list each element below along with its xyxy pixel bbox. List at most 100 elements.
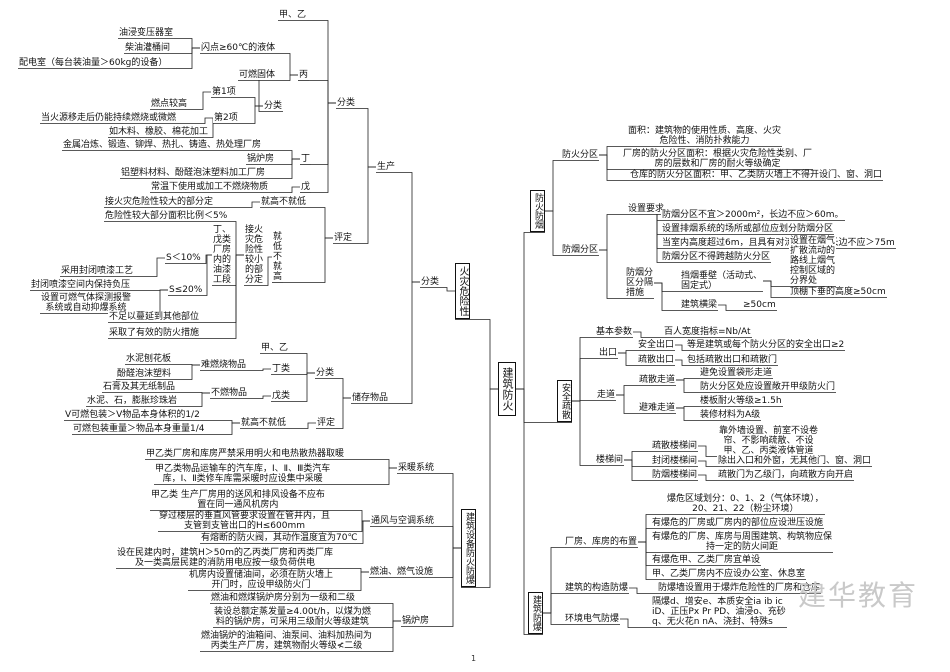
connector-49 [287, 422, 316, 429]
connector-25 [307, 207, 333, 239]
node-n113: 有爆危甲、乙类厂房宜单设 [651, 555, 762, 565]
connector-100 [359, 520, 370, 544]
connector-8 [311, 102, 336, 165]
connector-56 [599, 154, 622, 170]
node-n030: 采用封闭喷漆工艺 [60, 266, 135, 276]
node-n011: 可燃固体 [238, 70, 277, 80]
node-n008: 油浸变压器室 [118, 28, 175, 38]
page-number: 1 [471, 654, 477, 663]
connector-48 [178, 392, 210, 407]
node-n099: 穿过楼层的垂直风管要求设置在管井内，且 支管到支管出口的H≤600mm [158, 511, 332, 531]
connector-17 [239, 105, 263, 124]
connector-45 [172, 364, 200, 380]
connector-26 [214, 201, 260, 208]
node-n026: 接火灾危险性较大的部分定 [104, 197, 215, 207]
node-n065: 防烟分 区分隔 措施 [625, 268, 655, 298]
connector-14 [276, 74, 298, 81]
node-n025: 就高不就低 [260, 197, 308, 207]
connector-87 [624, 459, 651, 481]
node-n047: 石膏及其无纸制品 [102, 382, 177, 392]
connector-75 [675, 344, 686, 351]
connector-37 [200, 254, 244, 339]
node-n037: 就 低 不 就 高 [272, 232, 284, 282]
connector-95 [430, 547, 461, 627]
node-n094: 采暖系统 [397, 463, 436, 473]
connector-27 [283, 237, 333, 283]
node-n057: 厂房的防火分区面积：根据火灾危险性类别、厂 房的层数和厂房的耐火等级确定 [622, 149, 814, 169]
node-n079: 走道 [596, 390, 617, 400]
node-n102: 设在民建内时，建筑H＞50m的乙丙类厂房和丙类厂库 及一类高层民建的消防用电应按… [116, 548, 334, 568]
node-n056: 面积：建筑物的使用性质、高度、火灾 危险性、消防扑救能力 [627, 126, 783, 146]
node-n007: 闪点≥60℃的液体 [200, 43, 277, 53]
connector-1 [440, 287, 455, 292]
node-n088: 靠外墙设置、前室不设卷 帘、不影响疏散、不设 甲、乙、丙类液体管道 [718, 426, 820, 456]
node-n117: 环境电气防爆 [564, 614, 621, 624]
node-n016: 当火源移走后仍能持续燃烧或微燃 [40, 113, 178, 123]
node-n048: 水泥、石，膨胀珍珠岩 [86, 396, 179, 406]
node-n111: 有爆危的厂房或厂房内的部位应设泄压设施 [651, 518, 825, 528]
node-n062: 设置排烟系统的场所或部位应划分防烟分区 [661, 224, 835, 234]
node-n028: 丁、 戊类 厂房 内的 油漆 工段 [212, 225, 233, 285]
connector-98 [326, 510, 370, 522]
node-n114: 甲、乙类厂房内不应设办公室、休息室 [651, 569, 807, 579]
connector-93 [435, 526, 461, 549]
node-n033: 设置可燃气体探测报警 系统或自动抑爆系统 [40, 293, 133, 313]
node-n109: 厂房、库房的布置 [564, 537, 639, 547]
connector-39 [336, 397, 351, 429]
connector-52 [516, 232, 530, 390]
node-n101: 燃油、燃气设施 [369, 567, 435, 577]
node-n082: 防火分区处应设置敞开甲级防火门 [699, 382, 837, 392]
connector-79 [616, 394, 638, 414]
node-n046: 不燃物品 [210, 388, 249, 398]
node-n096: 甲乙类物品运输车的汽车库，Ⅰ、Ⅱ、Ⅲ类汽车 库，Ⅰ、Ⅱ类修车库需采暖时应设集中采… [154, 464, 332, 484]
connector-51 [206, 422, 240, 435]
connector-116 [620, 618, 651, 628]
connector-101 [334, 568, 369, 573]
node-n107: 燃油锅炉的油箱间、油泵间、油料加热间为 丙类生产厂房，建筑物耐火等级≮二级 [200, 631, 374, 651]
connector-2 [396, 172, 420, 283]
node-n053: 建筑防火 [498, 362, 516, 416]
node-n095: 甲乙类厂房和库房严禁采用明火和电热散热器取暖 [145, 449, 346, 459]
connector-23 [266, 158, 300, 179]
node-n042: 难燃烧物品 [200, 360, 248, 370]
node-n014: 燃点较高 [150, 99, 189, 109]
node-n106: 装设总额定蒸发量≥4.00t/h，以煤为燃 料的锅炉房，可采用三级耐火等级建筑 [213, 607, 372, 627]
connector-111 [638, 528, 651, 543]
connector-5 [353, 166, 376, 244]
connector-85 [624, 451, 651, 461]
connector-74 [618, 352, 637, 366]
connector-68 [718, 304, 742, 311]
connector-42 [291, 372, 315, 402]
node-n072: 基本参数 [595, 327, 634, 337]
node-n076: 等是建筑或每个防火分区的安全出口≥2 [686, 340, 846, 350]
connector-97 [331, 467, 397, 485]
node-n004: 分类 [336, 98, 357, 108]
node-n001: 火灾危险性 [455, 263, 470, 319]
connector-18 [188, 91, 211, 110]
node-n036: 接火 灾危 险性 较小 的部 分定 [244, 225, 265, 285]
connector-43 [247, 368, 271, 371]
node-n100: 有熔断的防火阀，其动作温度宜为70℃ [200, 533, 359, 543]
connector-71 [633, 331, 663, 338]
connector-90 [698, 474, 717, 481]
node-n070: ≥50cm [742, 300, 777, 310]
node-n052: 可燃包装重量＞物品本身重量1/4 [72, 424, 206, 434]
connector-46 [248, 395, 271, 399]
node-n118: 隔爆d、增安e、本质安全ia ib ic iD、正压Px Pr PD、油浸o、充… [651, 597, 787, 627]
connector-64 [654, 282, 680, 292]
node-n103: 机房内设置储油间，必须在防火墙上 开门时，应设甲级防火门 [188, 570, 335, 590]
node-n017: 如木料、橡胶、棉花加工 [108, 127, 210, 137]
node-n012: 分类 [263, 101, 284, 111]
node-n038: 储存物品 [351, 393, 390, 403]
node-n034: 不足以蔓延到其他部位 [108, 312, 201, 322]
connector-4 [356, 108, 376, 168]
node-n068: 顶棚下垂的高度≥50cm [789, 287, 887, 297]
connector-96 [345, 459, 397, 469]
connector-104 [372, 620, 401, 628]
connector-11 [174, 38, 200, 49]
node-n078: 包括疏散出口和疏散门 [686, 355, 779, 365]
node-n029: S＜10% [165, 253, 202, 263]
connector-67 [763, 280, 789, 298]
connector-114 [638, 541, 651, 580]
